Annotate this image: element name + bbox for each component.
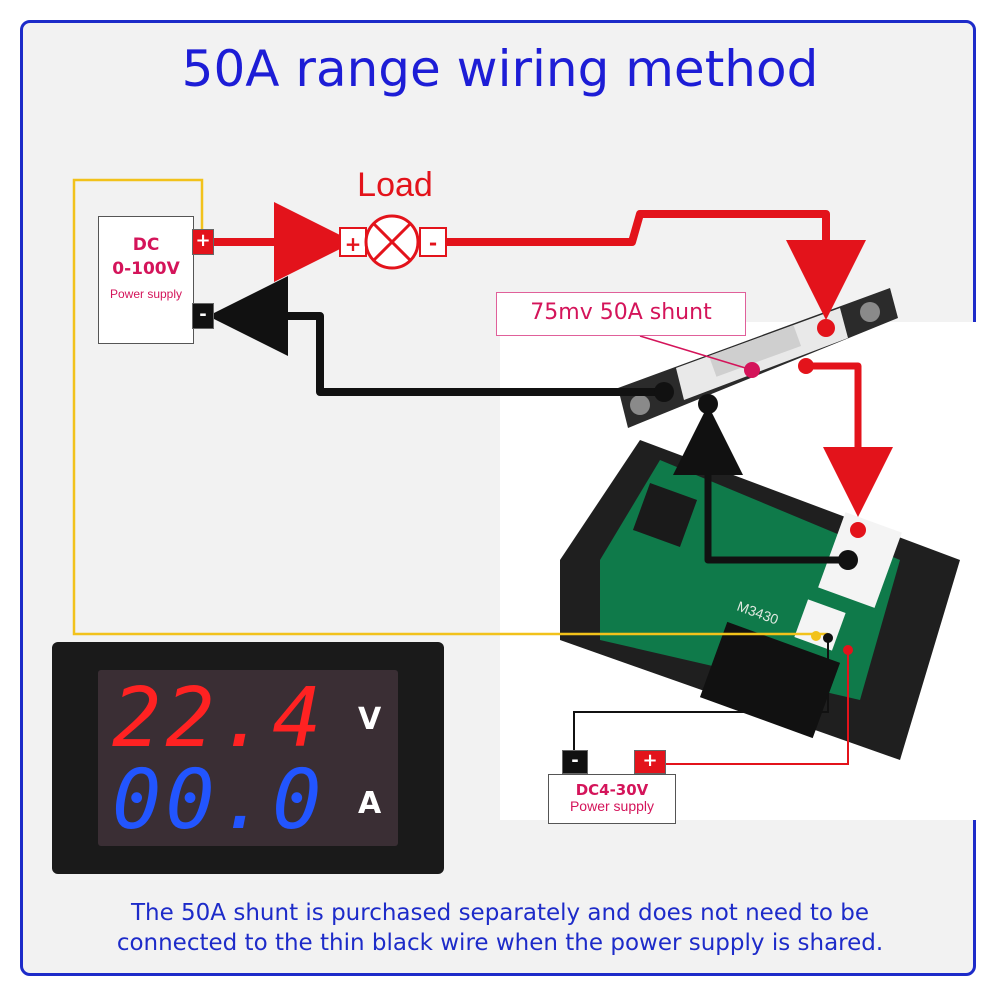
current-readout: 00.0 [112, 753, 326, 848]
wire-load-to-shunt [446, 210, 866, 320]
meter-display-window [98, 670, 398, 846]
aux-supply-plus-terminal: + [634, 750, 666, 774]
wire-aux-positive [666, 650, 849, 765]
aux-power-supply: DC4-30V Power supply [548, 774, 676, 824]
meter-front-photo: 22.4 00.0 V A [52, 642, 444, 874]
main-supply-plus-terminal: + [192, 229, 214, 255]
page-title: 50A range wiring method [181, 40, 819, 98]
main-supply-caption: Power supply [109, 287, 183, 301]
footer-line-1: The 50A shunt is purchased separately an… [130, 900, 870, 926]
footer-note: The 50A shunt is purchased separately an… [40, 898, 960, 958]
load-lamp-icon [339, 214, 447, 270]
load-plus-sign: + [345, 232, 362, 256]
main-power-supply: DC 0-100V Power supply [98, 216, 194, 344]
aux-supply-caption: Power supply [569, 798, 655, 814]
load-minus-sign: - [429, 231, 437, 255]
meter-module-back [560, 440, 960, 760]
shunt-terminal-plus [817, 319, 835, 337]
amp-unit-label: A [358, 786, 382, 821]
main-supply-type: DC [132, 235, 160, 255]
main-supply-voltage: 0-100V [112, 259, 180, 279]
shunt-label: 75mv 50A shunt [496, 292, 746, 336]
load-label: Load [357, 166, 433, 204]
wire-aux-negative [573, 640, 829, 752]
voltage-readout: 22.4 [112, 671, 326, 766]
aux-supply-voltage: DC4-30V [575, 781, 649, 799]
wire-shunt-to-supply-negative [208, 276, 664, 396]
wire-meter-to-shunt-negative [673, 405, 848, 564]
footer-line-2: connected to the thin black wire when th… [116, 930, 884, 956]
shunt-label-pointer [639, 335, 753, 371]
aux-supply-minus-terminal: - [562, 750, 588, 774]
volt-unit-label: V [358, 702, 382, 737]
wire-shunt-sense-positive [808, 362, 893, 517]
main-supply-minus-terminal: - [192, 303, 214, 329]
